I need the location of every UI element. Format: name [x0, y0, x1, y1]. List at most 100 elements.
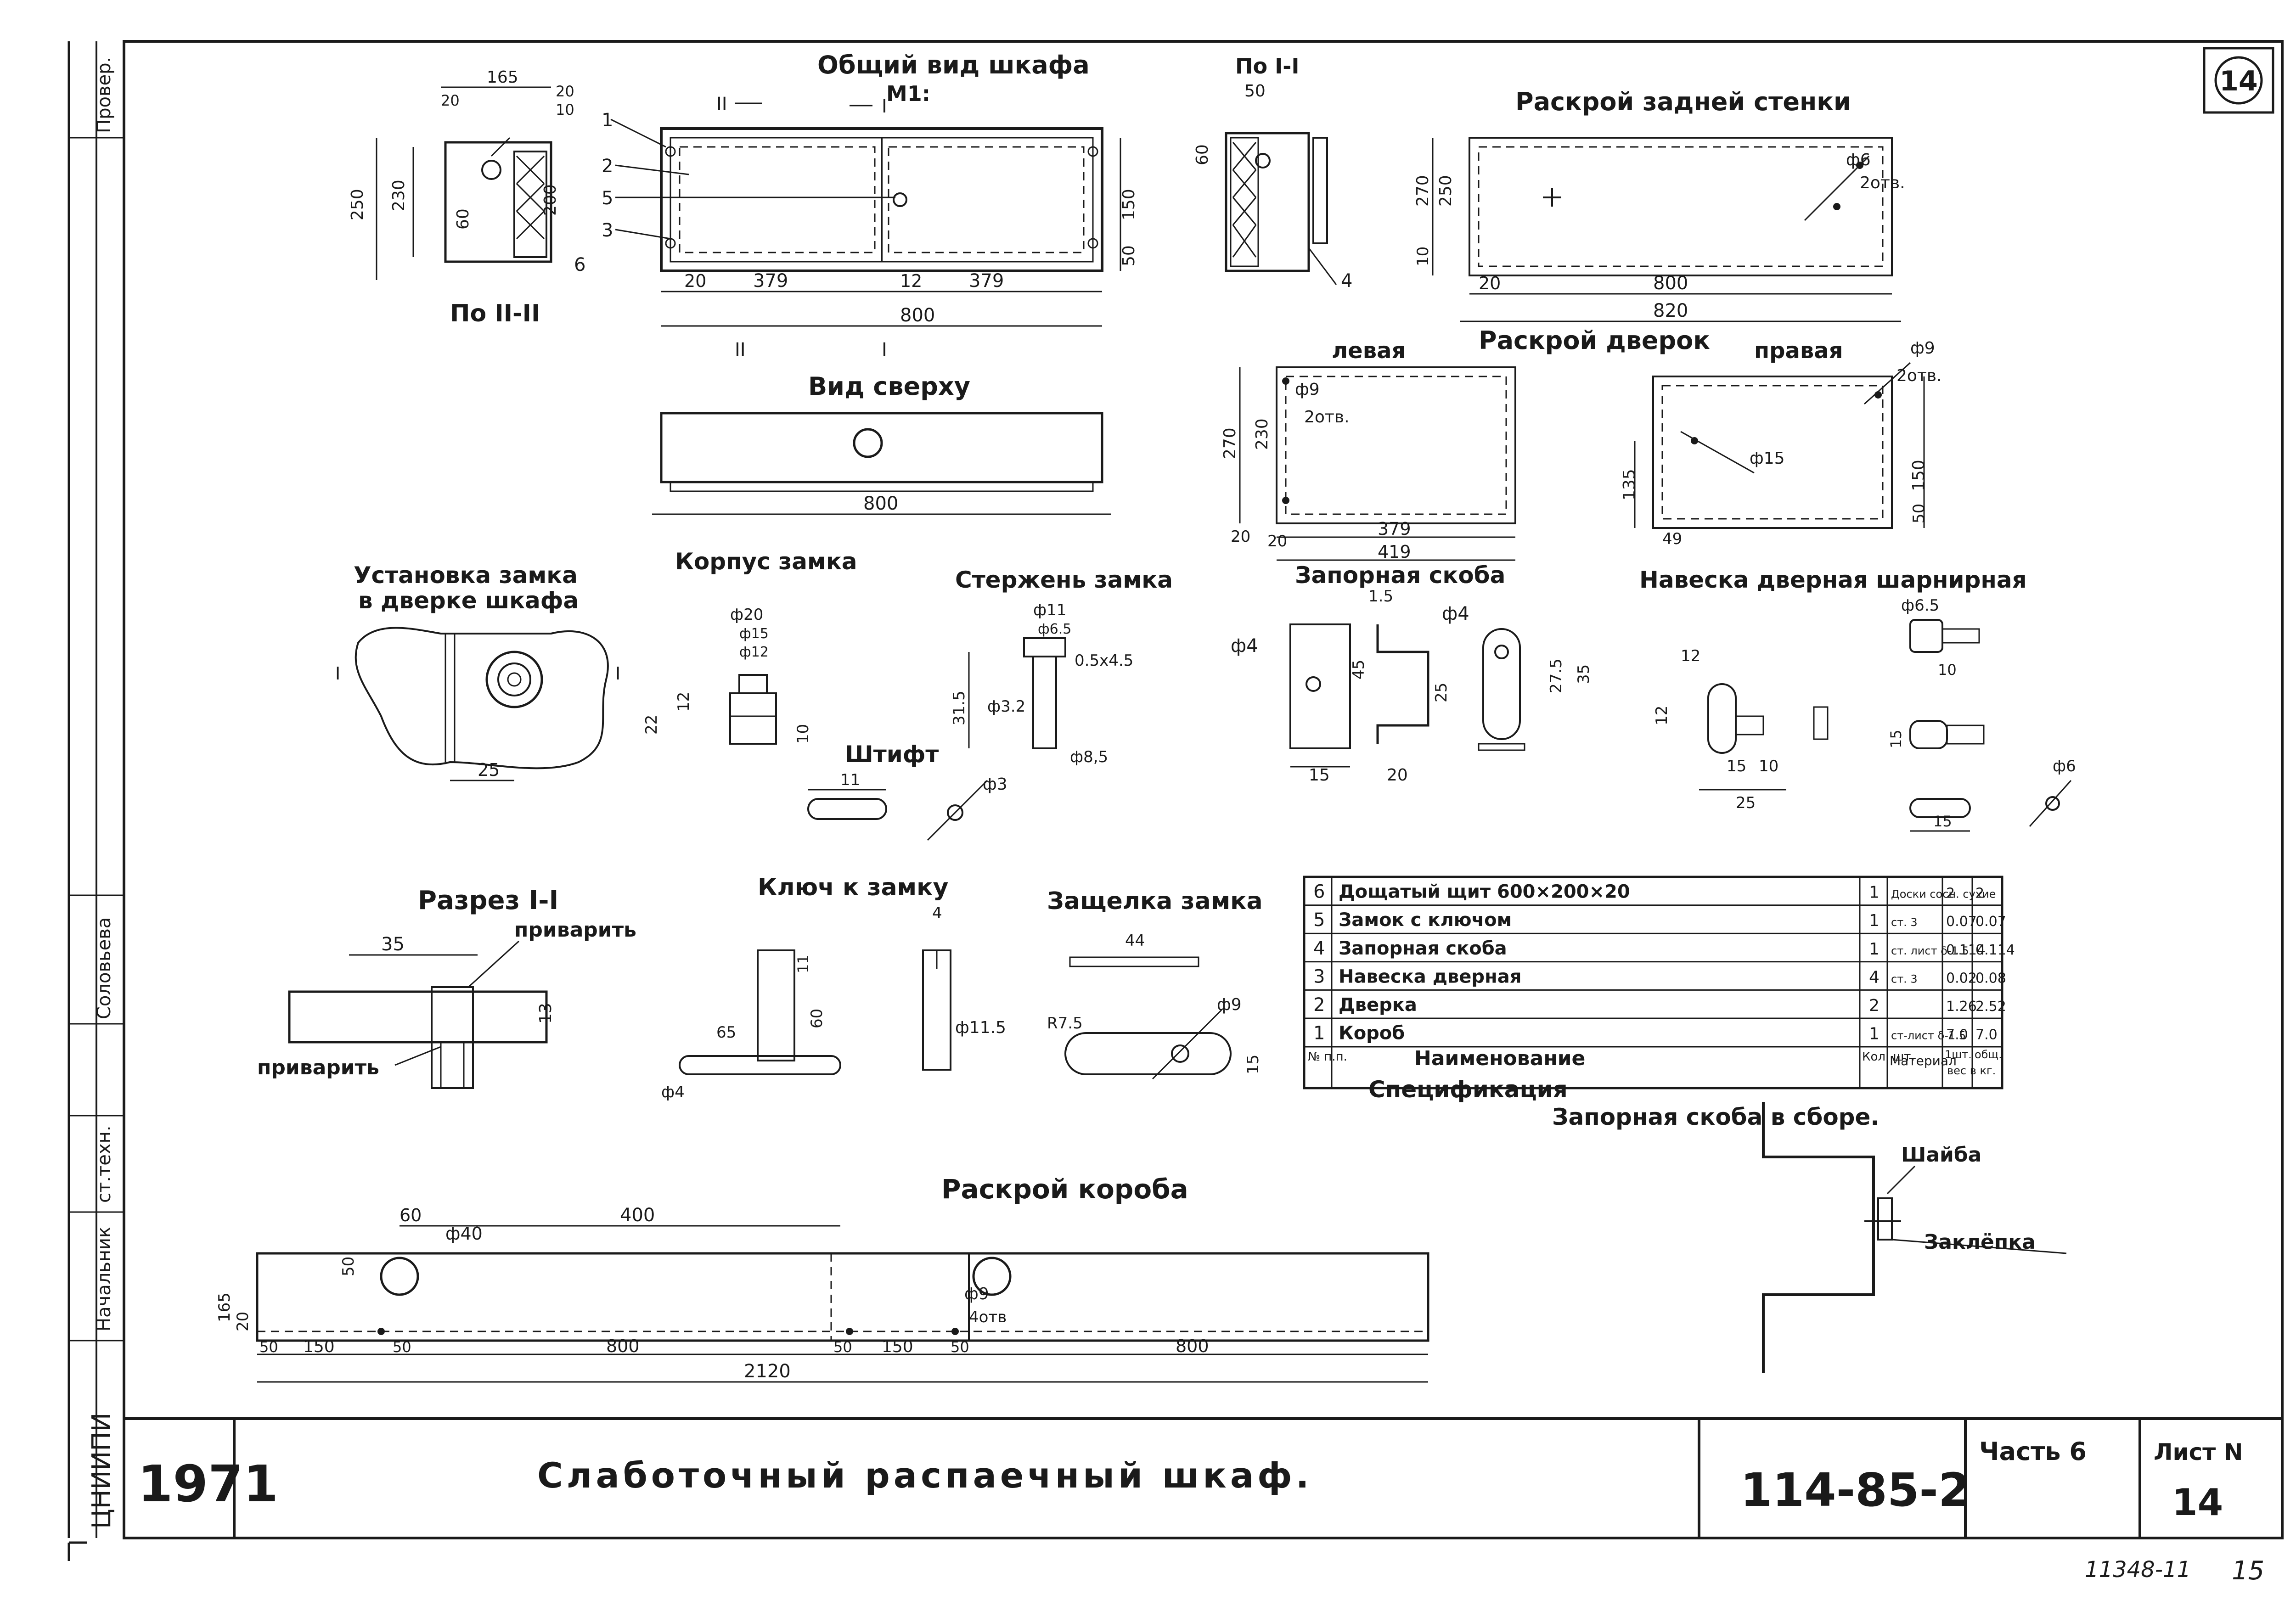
- svg-text:4: 4: [1341, 270, 1352, 292]
- svg-text:По I-I: По I-I: [1235, 54, 1299, 79]
- side-signer: Соловьева: [94, 917, 115, 1019]
- svg-text:35: 35: [1575, 664, 1593, 684]
- label-left-door: левая: [1332, 338, 1406, 364]
- corner-sheet-circle: [2214, 56, 2263, 105]
- spec-cell-no: 4: [1313, 938, 1325, 959]
- drawing-code: 114-85-2: [1740, 1463, 1970, 1517]
- svg-text:II: II: [735, 339, 746, 360]
- svg-text:ф6.5: ф6.5: [1901, 596, 1939, 615]
- svg-text:ф15: ф15: [1750, 449, 1785, 468]
- side-chief: Начальник: [94, 1227, 115, 1331]
- svg-text:31.5: 31.5: [950, 691, 968, 725]
- svg-text:Кол. шт.: Кол. шт.: [1862, 1050, 1915, 1064]
- svg-text:379: 379: [1378, 519, 1411, 539]
- spec-cell-wall: 0.08: [1975, 970, 2006, 986]
- view-doors: Раскрой дверок левая правая ф9 2отв. 270…: [1221, 326, 1942, 562]
- view-general: Общий вид шкафа М1: 1 2 5 3 II I II I 20…: [602, 51, 1138, 360]
- inventory-number: 11348-11: [2085, 1557, 2191, 1583]
- svg-text:ф4: ф4: [1231, 635, 1258, 657]
- svg-text:27.5: 27.5: [1547, 658, 1565, 693]
- svg-text:0.5х4.5: 0.5х4.5: [1075, 651, 1133, 670]
- spec-cell-name: Дощатый щит 600×200×20: [1339, 881, 1630, 903]
- spec-cell-qty: 4: [1869, 968, 1880, 987]
- svg-text:№ п.п.: № п.п.: [1308, 1050, 1347, 1064]
- spec-cell-qty: 2: [1869, 996, 1880, 1015]
- spec-cell-qty: 1: [1869, 911, 1880, 930]
- svg-text:I: I: [335, 663, 340, 684]
- svg-text:15: 15: [1309, 766, 1330, 785]
- svg-text:Запорная скоба в сборе.: Запорная скоба в сборе.: [1552, 1104, 1879, 1130]
- svg-text:ф9: ф9: [1910, 339, 1935, 358]
- svg-text:ф9: ф9: [1295, 380, 1320, 399]
- svg-text:ф9: ф9: [964, 1285, 989, 1303]
- svg-text:20: 20: [234, 1312, 252, 1331]
- svg-text:Заклёпка: Заклёпка: [1924, 1230, 2036, 1254]
- spec-caption: Спецификация: [1368, 1076, 1568, 1103]
- view-section-I: По I-I 50 60 4: [1193, 54, 1352, 292]
- svg-text:230: 230: [1253, 418, 1272, 450]
- spec-cell-wall: 2: [1975, 886, 1984, 902]
- view-latch: Защелка замка 44 ф9 R7.5 15: [1047, 887, 1263, 1080]
- title-doors: Раскрой дверок: [1479, 326, 1710, 355]
- spec-cell-qty: 1: [1869, 940, 1880, 959]
- svg-text:Стержень замка: Стержень замка: [955, 567, 1173, 593]
- spec-cell-wall: 7.0: [1975, 1027, 1998, 1043]
- label-right-door: правая: [1754, 338, 1843, 364]
- spec-cell-wall: 0.114: [1975, 942, 2015, 958]
- svg-text:20: 20: [1267, 532, 1287, 550]
- svg-text:25: 25: [1432, 683, 1451, 702]
- svg-text:2: 2: [602, 156, 613, 177]
- svg-text:Запорная скоба: Запорная скоба: [1295, 562, 1505, 589]
- sheet-number: 14: [2172, 1481, 2223, 1524]
- title-box-cut: Раскрой короба: [941, 1173, 1188, 1205]
- drawing-title: Слаботочный распаечный шкаф.: [537, 1455, 1312, 1496]
- svg-text:2120: 2120: [744, 1361, 791, 1382]
- svg-text:379: 379: [753, 270, 788, 292]
- spec-cell-material: ст. лист δ-1.5: [1891, 944, 1969, 957]
- spec-cell-material: ст. 3: [1891, 972, 1918, 985]
- view-lock-body: Корпус замка ф20 ф15 ф12 22 12 10: [642, 548, 857, 745]
- svg-text:1шт.: 1шт.: [1945, 1048, 1972, 1061]
- svg-text:ф40: ф40: [445, 1224, 483, 1244]
- svg-text:13: 13: [536, 1003, 555, 1024]
- spec-cell-name: Дверка: [1339, 994, 1417, 1016]
- svg-text:Защелка замка: Защелка замка: [1047, 887, 1263, 915]
- svg-text:200: 200: [541, 184, 560, 216]
- svg-text:10: 10: [794, 724, 812, 744]
- view-door-hinge: Навеска дверная шарнирная 12 12 15 10 25…: [1639, 567, 2076, 832]
- svg-text:50: 50: [339, 1257, 358, 1276]
- svg-text:10: 10: [556, 101, 574, 118]
- spec-cell-no: 6: [1313, 881, 1325, 903]
- svg-text:II: II: [716, 94, 727, 115]
- svg-text:Навеска дверная шарнирная: Навеска дверная шарнирная: [1639, 567, 2027, 593]
- svg-text:50: 50: [1120, 245, 1138, 266]
- svg-text:60: 60: [454, 208, 473, 230]
- svg-text:800: 800: [1653, 273, 1688, 294]
- svg-text:ф15: ф15: [739, 626, 769, 642]
- spec-cell-w1: 7.0: [1946, 1027, 1968, 1043]
- spec-cell-no: 1: [1313, 1023, 1325, 1044]
- svg-text:ф4: ф4: [1442, 603, 1469, 624]
- svg-text:135: 135: [1620, 469, 1639, 500]
- side-institute: ЦНИИПИ: [87, 1413, 117, 1529]
- spec-cell-w1: 0.07: [1946, 914, 1977, 930]
- svg-text:25: 25: [1736, 794, 1756, 812]
- spec-cell-w1: 0.02: [1946, 970, 1977, 986]
- svg-text:379: 379: [969, 270, 1004, 292]
- svg-text:6: 6: [574, 254, 585, 275]
- svg-text:22: 22: [642, 715, 661, 735]
- svg-text:10: 10: [1759, 757, 1778, 775]
- svg-text:Установка замка: Установка замка: [354, 562, 578, 589]
- svg-text:400: 400: [620, 1205, 655, 1226]
- svg-text:250: 250: [348, 189, 367, 220]
- svg-text:в дверке шкафа: в дверке шкафа: [358, 587, 579, 614]
- spec-cell-name: Навеска дверная: [1339, 966, 1521, 987]
- svg-text:11: 11: [840, 771, 860, 789]
- svg-text:50: 50: [951, 1338, 969, 1356]
- view-pin: Штифт 11 ф3: [807, 741, 1007, 841]
- svg-text:10: 10: [1938, 661, 1957, 679]
- svg-text:I: I: [882, 96, 887, 117]
- part-label: Часть 6: [1979, 1437, 2087, 1466]
- svg-text:Ключ к замку: Ключ к замку: [758, 874, 948, 901]
- spec-cell-qty: 1: [1869, 1025, 1880, 1044]
